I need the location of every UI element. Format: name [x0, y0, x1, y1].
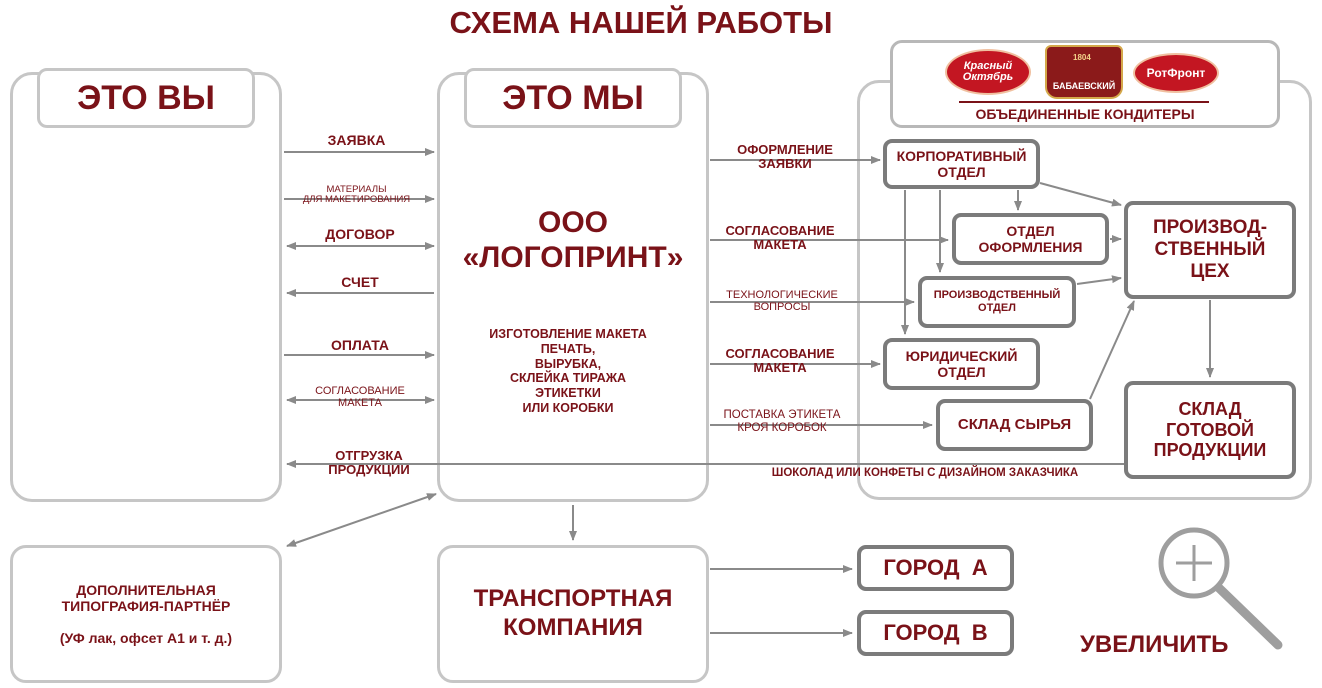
label-soglas-legal-l2: МАКЕТА	[753, 360, 807, 376]
arrow-raw-workshop	[1089, 300, 1135, 400]
label-oformlenie-l1: ОФОРМЛЕНИЕ	[737, 142, 833, 157]
company-name-line2: «ЛОГОПРИНТ»	[462, 240, 684, 274]
rotfront-logo: РотФронт	[1133, 53, 1219, 93]
brand-name: ОБЪЕДИНЕННЫЕ КОНДИТЕРЫ	[975, 106, 1195, 122]
client-brand-header: Красный Октябрь БАБАЕВСКИЙ 1804 РотФронт…	[890, 40, 1280, 128]
label-chocolate: ШОКОЛАД ИЛИ КОНФЕТЫ С ДИЗАЙНОМ ЗАКАЗЧИКА	[771, 467, 1079, 479]
page-title: СХЕМА НАШЕЙ РАБОТЫ	[449, 5, 833, 40]
label-otgruzka: ОТГРУЗКА ПРОДУКЦИИ	[284, 448, 454, 478]
label-soglas-design: СОГЛАСОВАНИЕ МАКЕТА	[710, 223, 850, 253]
arrow-partner	[286, 493, 437, 547]
we-header-label: ЭТО МЫ	[502, 78, 644, 117]
label-materials: МАТЕРИАЛЫ ДЛЯ МАКЕТИРОВАНИЯ	[284, 184, 429, 206]
legal-dept-l2: ОТДЕЛ	[937, 364, 986, 380]
design-dept: ОТДЕЛ ОФОРМЛЕНИЯ	[952, 213, 1109, 265]
transport-box: ТРАНСПОРТНАЯ КОМПАНИЯ	[437, 545, 709, 683]
partner-box: ДОПОЛНИТЕЛЬНАЯ ТИПОГРАФИЯ-ПАРТНЁР (УФ ла…	[10, 545, 282, 683]
logo-2-year: 1804	[1073, 53, 1091, 62]
label-oformlenie: ОФОРМЛЕНИЕ ЗАЯВКИ	[710, 142, 860, 172]
raw-store: СКЛАД СЫРЬЯ	[936, 399, 1093, 451]
workshop-l1: ПРОИЗВОД-	[1152, 217, 1268, 239]
label-tech: ТЕХНОЛОГИЧЕСКИЕ ВОПРОСЫ	[710, 289, 854, 313]
company-name-line1: ООО	[537, 206, 608, 239]
we-header: ЭТО МЫ	[464, 68, 682, 128]
logo-1-text: Красный Октябрь	[962, 60, 1014, 83]
label-zayavka: ЗАЯВКА	[327, 132, 386, 148]
we-panel	[437, 72, 709, 502]
label-materials-l1: МАТЕРИАЛЫ	[326, 184, 387, 195]
label-oplata: ОПЛАТА	[331, 337, 389, 353]
service-item: ЭТИКЕТКИ	[535, 386, 601, 400]
label-oformlenie-l2: ЗАЯВКИ	[758, 156, 812, 172]
corporate-dept: КОРПОРАТИВНЫЙ ОТДЕЛ	[883, 139, 1040, 189]
services-list: ИЗГОТОВЛЕНИЕ МАКЕТА ПЕЧАТЬ, ВЫРУБКА, СКЛ…	[437, 327, 699, 416]
arrow-corp-workshop	[1039, 182, 1122, 207]
label-postavka: ПОСТАВКА ЭТИКЕТА КРОЯ КОРОБОК	[710, 409, 854, 434]
service-item: ИЛИ КОРОБКИ	[522, 400, 614, 415]
label-schet: СЧЕТ	[341, 274, 379, 290]
service-item: ПЕЧАТЬ,	[540, 341, 596, 356]
label-soglas-legal-l1: СОГЛАСОВАНИЕ	[725, 346, 835, 361]
workshop: ПРОИЗВОД- СТВЕННЫЙ ЦЕХ	[1124, 201, 1296, 299]
label-soglasovanie-l1: СОГЛАСОВАНИЕ	[315, 385, 405, 397]
partner-l3: (УФ лак, офсет А1 и т. д.)	[59, 630, 233, 647]
logo-3-text: РотФронт	[1146, 66, 1206, 80]
label-soglasovanie-l2: МАКЕТА	[338, 397, 382, 410]
finished-store-l2: ГОТОВОЙ	[1165, 419, 1254, 440]
label-postavka-l2: КРОЯ КОРОБОК	[737, 421, 827, 434]
service-item: ВЫРУБКА,	[534, 356, 602, 371]
label-postavka-l1: ПОСТАВКА ЭТИКЕТА	[723, 409, 841, 421]
you-panel	[10, 72, 282, 502]
service-item: ИЗГОТОВЛЕНИЕ МАКЕТА	[489, 327, 647, 341]
zoom-control[interactable]: УВЕЛИЧИТЬ	[1080, 525, 1300, 685]
label-otgruzka-l2: ПРОДУКЦИИ	[328, 462, 410, 478]
babaevsky-logo: БАБАЕВСКИЙ	[1045, 45, 1123, 99]
label-tech-l2: ВОПРОСЫ	[753, 301, 811, 314]
arrow-proddept-workshop	[1076, 275, 1122, 285]
brand-divider	[959, 101, 1209, 103]
label-soglas-design-l2: МАКЕТА	[753, 237, 807, 253]
raw-store-label: СКЛАД СЫРЬЯ	[957, 416, 1072, 434]
partner-l2: ТИПОГРАФИЯ-ПАРТНЁР	[61, 597, 231, 614]
corporate-dept-l1: КОРПОРАТИВНЫЙ	[896, 147, 1027, 164]
label-tech-l1: ТЕХНОЛОГИЧЕСКИЕ	[726, 289, 838, 301]
design-dept-l1: ОТДЕЛ	[1006, 222, 1055, 239]
logo-2-text: БАБАЕВСКИЙ	[1052, 81, 1116, 91]
workshop-l2: СТВЕННЫЙ	[1154, 239, 1266, 261]
workshop-l3: ЦЕХ	[1190, 260, 1230, 282]
production-dept-l1: ПРОИЗВОДСТВЕННЫЙ	[933, 289, 1061, 302]
you-header: ЭТО ВЫ	[37, 68, 255, 128]
service-item: СКЛЕЙКА ТИРАЖА	[509, 371, 627, 386]
magnifier-icon[interactable]	[1080, 525, 1300, 650]
finished-store-l1: СКЛАД	[1178, 398, 1242, 419]
city-a: ГОРОД А	[857, 545, 1014, 591]
zoom-label[interactable]: УВЕЛИЧИТЬ	[1080, 631, 1229, 658]
corporate-dept-l2: ОТДЕЛ	[937, 164, 986, 180]
legal-dept-l1: ЮРИДИЧЕСКИЙ	[905, 347, 1018, 364]
label-soglasovanie: СОГЛАСОВАНИЕ МАКЕТА	[284, 385, 436, 409]
finished-store-l3: ПРОДУКЦИИ	[1153, 440, 1267, 461]
krasny-oktyabr-logo: Красный Октябрь	[945, 49, 1031, 95]
city-b-label: ГОРОД В	[883, 620, 988, 646]
legal-dept: ЮРИДИЧЕСКИЙ ОТДЕЛ	[883, 338, 1040, 390]
you-header-label: ЭТО ВЫ	[77, 78, 215, 117]
design-dept-l2: ОФОРМЛЕНИЯ	[978, 239, 1083, 255]
city-b: ГОРОД В	[857, 610, 1014, 656]
production-dept: ПРОИЗВОДСТВЕННЫЙ ОТДЕЛ	[918, 276, 1076, 328]
label-materials-l2: ДЛЯ МАКЕТИРОВАНИЯ	[302, 194, 411, 206]
city-a-label: ГОРОД А	[883, 555, 988, 581]
transport-l2: КОМПАНИЯ	[503, 614, 643, 641]
label-soglas-design-l1: СОГЛАСОВАНИЕ	[725, 223, 835, 238]
label-dogovor: ДОГОВОР	[325, 226, 395, 242]
production-dept-l2: ОТДЕЛ	[978, 302, 1016, 314]
partner-l1: ДОПОЛНИТЕЛЬНАЯ	[76, 581, 216, 598]
label-soglas-legal: СОГЛАСОВАНИЕ МАКЕТА	[710, 346, 850, 376]
label-otgruzka-l1: ОТГРУЗКА	[335, 448, 403, 463]
finished-store: СКЛАД ГОТОВОЙ ПРОДУКЦИИ	[1124, 381, 1296, 479]
company-name: ООО «ЛОГОПРИНТ»	[437, 206, 709, 275]
transport-l1: ТРАНСПОРТНАЯ	[473, 585, 673, 613]
